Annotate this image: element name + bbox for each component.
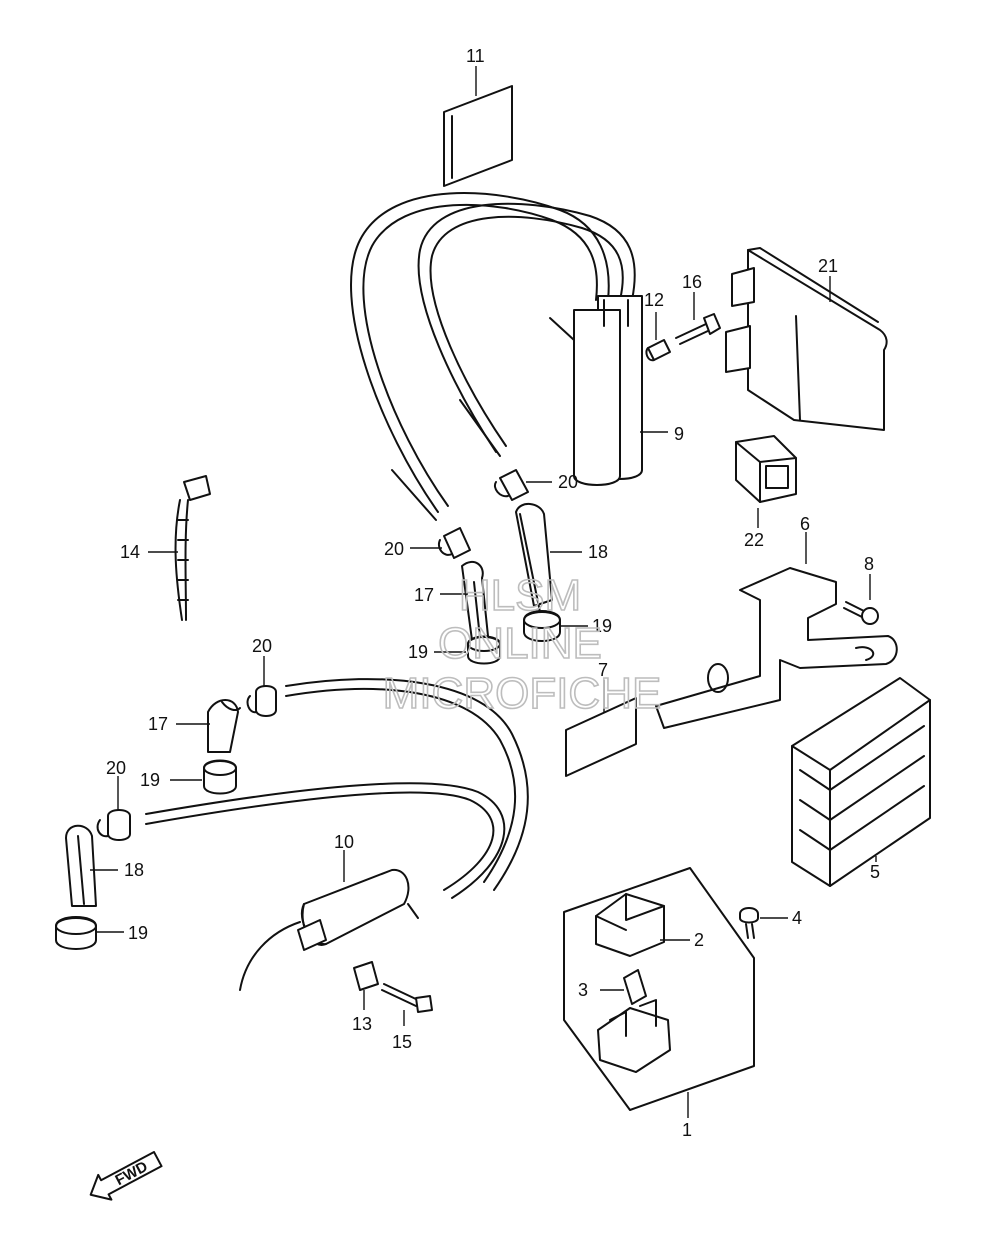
part-15-bolt (381, 983, 433, 1013)
callout-19-lower-upper: 19 (140, 770, 160, 790)
callout-18-upper: 18 (588, 542, 608, 562)
part-20-cap-upper-left (438, 527, 471, 559)
watermark-line-1: HLSM (459, 571, 581, 620)
part-9-ignition-coil (549, 295, 643, 486)
part-5-rectifier (791, 677, 931, 887)
callout-10: 10 (334, 832, 354, 852)
part-20-cap-lower-lower (96, 809, 131, 841)
part-22-relay (735, 435, 797, 503)
lower-high-tension-cords (145, 678, 529, 899)
callouts: 11 21 16 12 9 20 22 6 8 20 18 14 17 19 1… (106, 46, 880, 1140)
part-1-relay-assembly-frame (563, 867, 755, 1111)
watermark: HLSM ONLINE MICROFICHE (382, 570, 662, 719)
part-17-plug-cap-upper (461, 560, 489, 641)
callout-1: 1 (682, 1120, 692, 1140)
callout-11: 11 (466, 46, 485, 66)
callout-22: 22 (744, 530, 764, 550)
callout-19-lower-lower: 19 (128, 923, 148, 943)
part-12-collar (645, 339, 671, 362)
callout-15: 15 (392, 1032, 412, 1052)
part-6-bracket (655, 567, 898, 729)
callout-2: 2 (694, 930, 704, 950)
part-18-plug-cap-lower (65, 824, 97, 907)
part-7-sheet (565, 697, 637, 777)
upper-high-tension-cords (350, 192, 636, 521)
part-19-seal-lower-lower (55, 916, 97, 950)
part-10-ignition-coil (239, 868, 419, 991)
callout-6: 6 (800, 514, 810, 534)
callout-3: 3 (578, 980, 588, 1000)
watermark-line-2: ONLINE (438, 619, 602, 668)
part-4-screw (739, 907, 759, 939)
callout-13: 13 (352, 1014, 372, 1034)
part-20-cap-lower-upper (246, 685, 277, 717)
callout-14: 14 (120, 542, 140, 562)
leader-lines (90, 66, 877, 1118)
fwd-label: FWD (112, 1158, 150, 1189)
part-3-fuse (623, 969, 647, 1005)
callout-17-lower: 17 (148, 714, 168, 734)
part-21-ecm (725, 247, 888, 431)
callout-21: 21 (818, 256, 838, 276)
part-11-label (443, 85, 513, 187)
callout-19-upper-left: 19 (408, 642, 428, 662)
part-20-cap-upper-right (494, 469, 529, 501)
callout-17-upper: 17 (414, 585, 434, 605)
part-13-collar (353, 961, 379, 991)
part-18-plug-cap-upper (515, 503, 553, 613)
part-16-bolt (675, 313, 721, 345)
part-2-relay-cover (595, 893, 665, 957)
callout-4: 4 (792, 908, 802, 928)
part-8-bolt (843, 601, 879, 625)
callout-20-lower-upper: 20 (252, 636, 272, 656)
callout-20-upper-right: 20 (558, 472, 578, 492)
part-14-cable-tie (174, 475, 211, 621)
fwd-arrow-icon (89, 1151, 163, 1201)
part-19-seal-upper-right (523, 610, 561, 642)
callout-9: 9 (674, 424, 684, 444)
callout-16: 16 (682, 272, 702, 292)
callout-20-lower-lower: 20 (106, 758, 126, 778)
part-1-relay (597, 999, 671, 1073)
callout-5: 5 (870, 862, 880, 882)
callout-19-upper-right: 19 (592, 616, 612, 636)
part-19-seal-upper-left (467, 635, 501, 665)
callout-18-lower: 18 (124, 860, 144, 880)
callout-12: 12 (644, 290, 664, 310)
part-19-seal-lower-upper (203, 759, 237, 795)
watermark-line-3: MICROFICHE (383, 669, 662, 718)
fwd-arrow: FWD (89, 1151, 163, 1201)
callout-7: 7 (598, 660, 608, 680)
part-17-plug-cap-lower (207, 699, 241, 753)
callout-8: 8 (864, 554, 874, 574)
callout-20-upper-left: 20 (384, 539, 404, 559)
